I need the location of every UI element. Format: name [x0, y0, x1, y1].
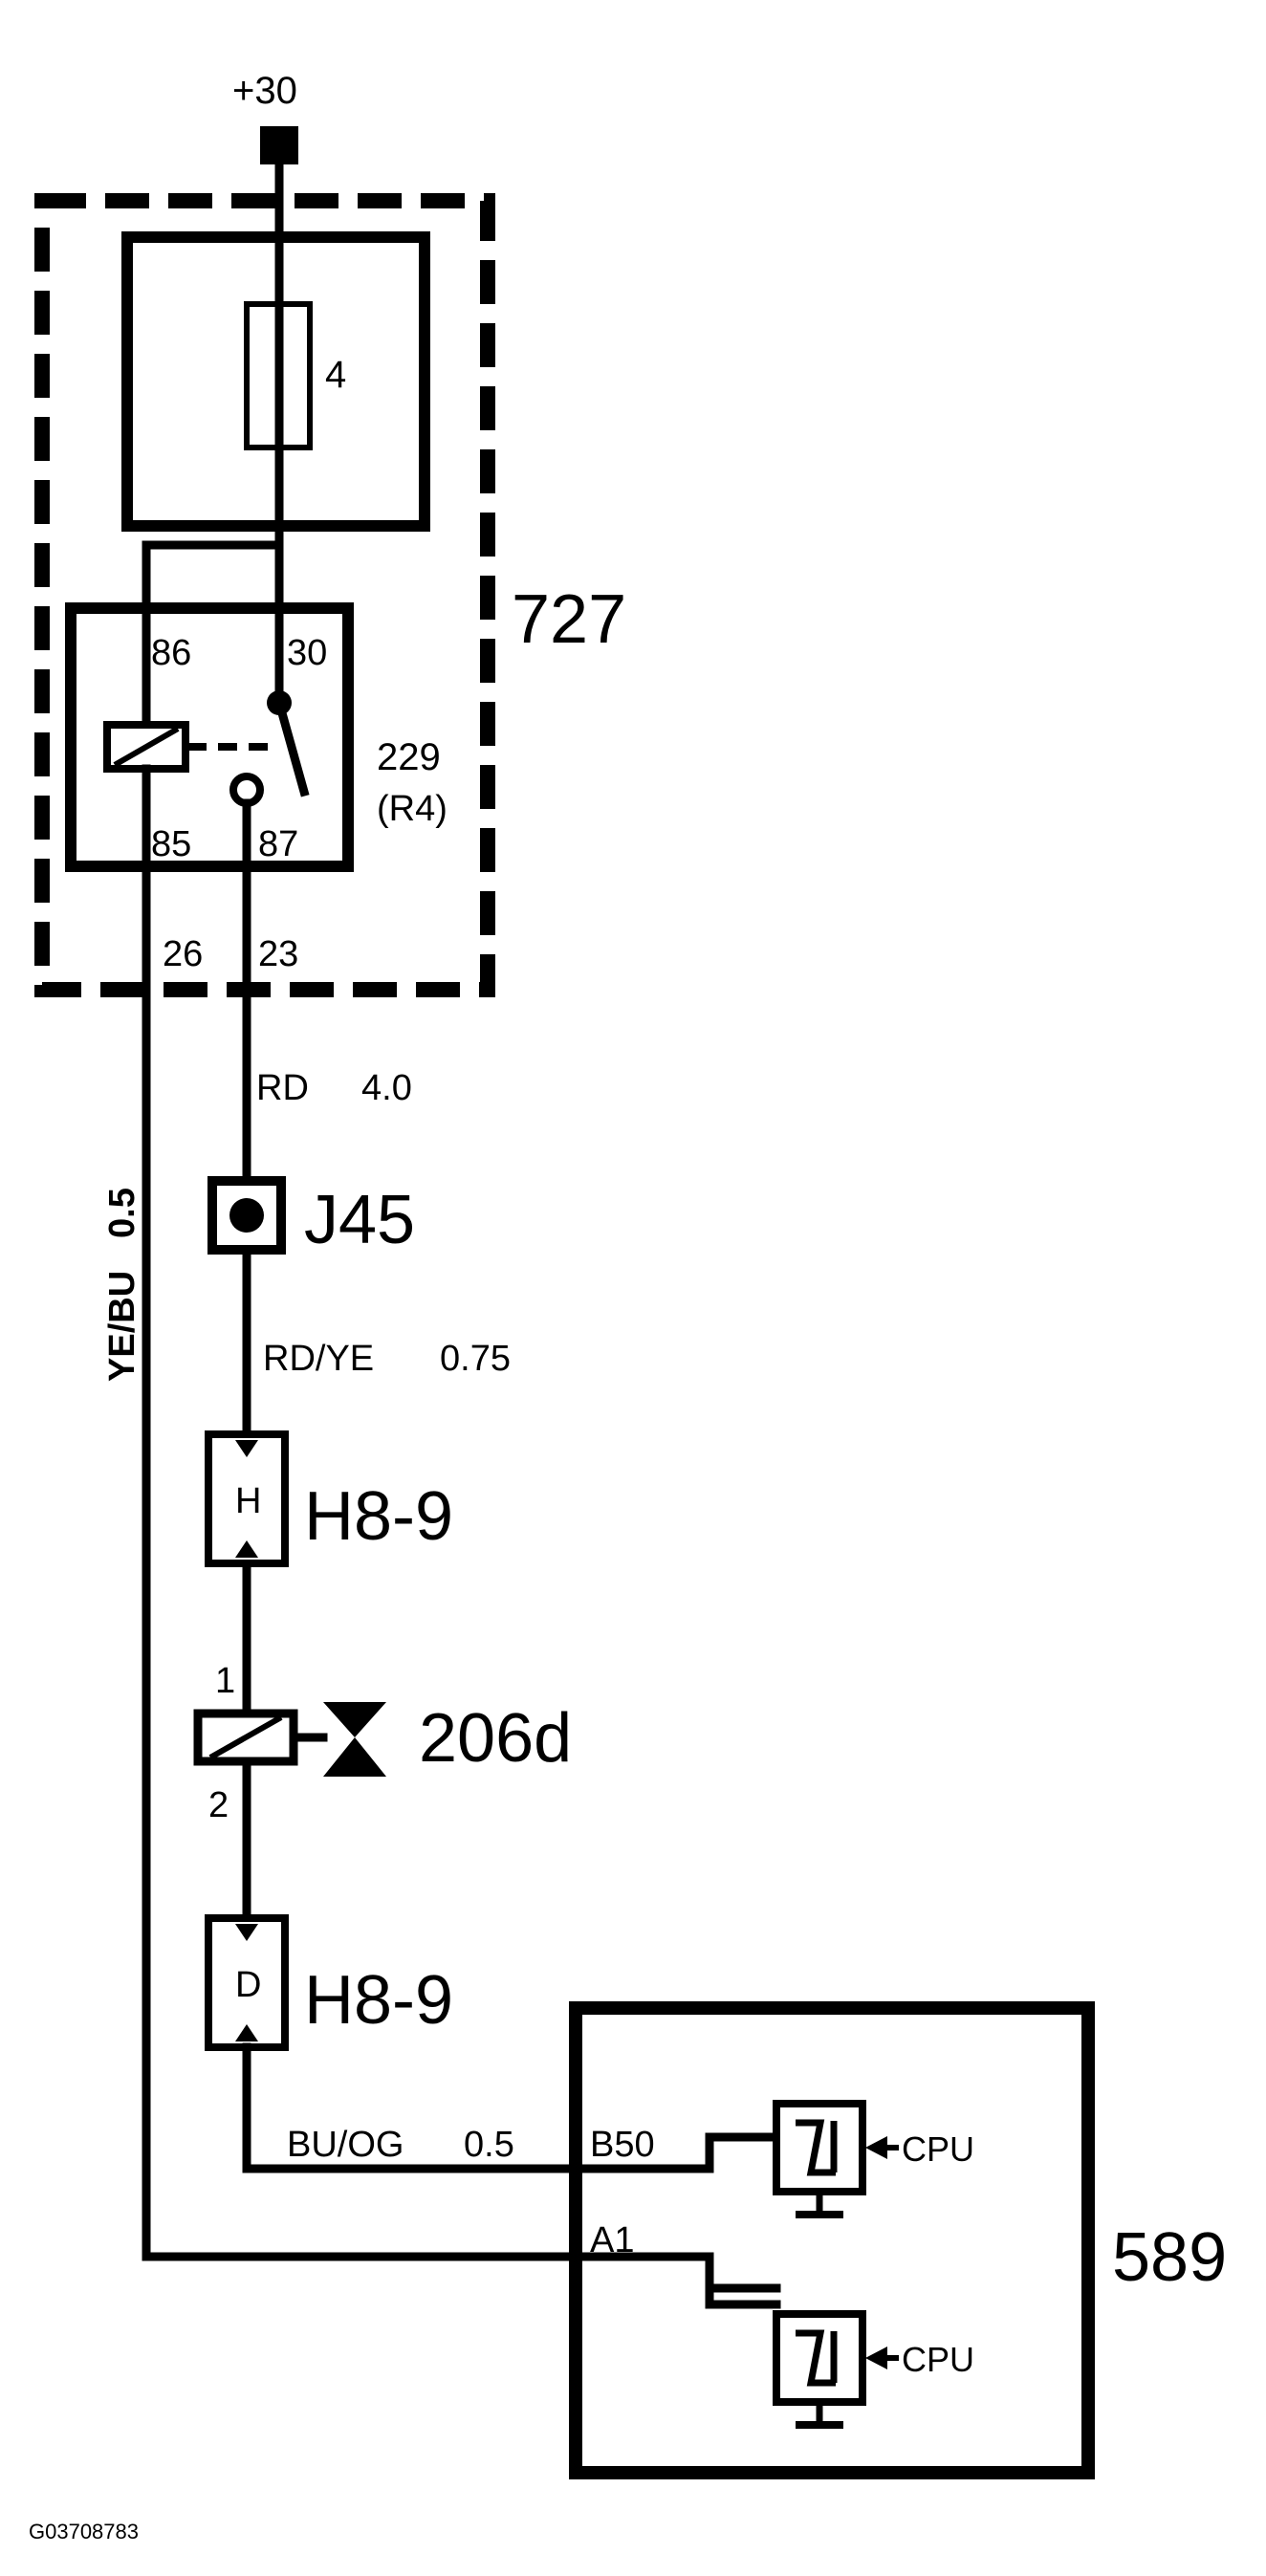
connector-top-pin: H: [235, 1481, 261, 1521]
relay-box: [65, 602, 354, 872]
driver-1-cpu-label: CPU: [902, 2129, 974, 2169]
valve-pin-1: 1: [215, 1661, 235, 1701]
driver-2-cpu-label: CPU: [902, 2340, 974, 2379]
splice-label: J45: [304, 1182, 415, 1258]
connector-bottom-arrow-out: [235, 2024, 258, 2041]
connector-bottom-label: H8-9: [304, 1962, 453, 2039]
figure-id: G03708783: [29, 2520, 139, 2543]
wire-rd-color: RD: [256, 1068, 309, 1108]
relay-sub-label: (R4): [377, 789, 447, 829]
ecu-589-box: [569, 2001, 1095, 2479]
ecu-pin-b50: B50: [590, 2125, 655, 2165]
connector-bottom-arrow-in: [235, 1924, 258, 1941]
driver-2-transistor: [796, 2329, 836, 2387]
valve-label: 206d: [419, 1700, 572, 1777]
driver-1-box: [773, 2100, 866, 2195]
relay-coil-slash: [113, 726, 180, 768]
driver-1-cpu-arrow: [865, 2136, 887, 2159]
connector-top-label: H8-9: [304, 1478, 453, 1555]
valve-pin-2: 2: [208, 1785, 229, 1825]
driver-1-transistor: [796, 2119, 836, 2176]
wire-ye-bu-size: 0.5: [102, 1188, 142, 1238]
wire-rd-ye-size: 0.75: [440, 1339, 511, 1379]
relay-switch-arm: [273, 697, 310, 797]
wire-rd-ye-color: RD/YE: [263, 1339, 374, 1379]
splice-dot: [229, 1198, 264, 1233]
module-pin-23: 23: [258, 934, 298, 974]
connector-bottom-pin: D: [235, 1965, 261, 2005]
valve-coil-slash: [208, 1714, 283, 1760]
relay-pin-87: 87: [258, 824, 298, 864]
connector-top-arrow-out: [235, 1540, 258, 1558]
coil-feed-wire: [142, 540, 284, 751]
wire-ye-bu-label: YE/BU 0.5: [102, 1188, 142, 1382]
ecu-pin-a1: A1: [590, 2220, 634, 2260]
wire-bu-og: [242, 2042, 781, 2173]
connector-top-arrow-in: [235, 1440, 258, 1457]
module-727-enclosure: [34, 193, 495, 997]
relay-pin-85: 85: [151, 824, 191, 864]
wire-ye-bu: [142, 764, 781, 2293]
ecu-driver-2: CPU: [773, 2310, 974, 2429]
valve-symbol: [323, 1702, 386, 1777]
relay-label: 229: [377, 736, 441, 778]
driver-2-cpu-arrow: [865, 2347, 887, 2369]
relay-pin-30: 30: [287, 633, 327, 673]
power-terminal: [260, 126, 298, 164]
ecu-driver-1: CPU: [773, 2100, 974, 2218]
wire-bu-og-color: BU/OG: [287, 2125, 404, 2165]
wire-ye-bu-color: YE/BU: [102, 1271, 142, 1382]
module-pin-26: 26: [163, 934, 203, 974]
wire-bu-og-size: 0.5: [464, 2125, 514, 2165]
relay-pin-86: 86: [151, 633, 191, 673]
ecu-label: 589: [1112, 2219, 1227, 2296]
power-label: +30: [232, 70, 297, 112]
a1-internal-wire: [705, 2283, 781, 2309]
module-727-label: 727: [512, 581, 626, 658]
wire-rd-size: 4.0: [361, 1068, 412, 1108]
driver-2-box: [773, 2310, 866, 2406]
fuse-label: 4: [325, 354, 346, 396]
